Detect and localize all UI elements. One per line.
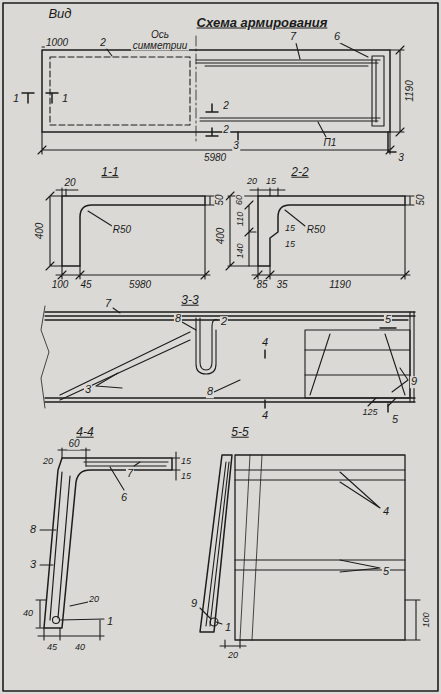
dimension-label: 20 — [42, 457, 54, 466]
dimension-label: 1190 — [405, 79, 416, 103]
dimension-label: 20 — [246, 177, 258, 186]
section-mark: 5-5 — [230, 426, 249, 439]
dimension-label: 1190 — [328, 280, 352, 291]
dimension-label: 1 — [61, 93, 69, 105]
dimension-label: 40 — [74, 643, 86, 652]
dimension-label: 3 — [29, 559, 37, 571]
section-2-2 — [226, 188, 414, 279]
dimension-label: 110 — [236, 211, 245, 227]
dimension-label: 400 — [35, 222, 46, 241]
plan-view — [22, 36, 404, 154]
dimension-label: 85 — [255, 280, 268, 291]
dimension-label: 100 — [51, 280, 70, 291]
dimension-label: 4 — [261, 337, 269, 349]
dimension-label: 15 — [284, 224, 296, 233]
section-3-3 — [41, 306, 415, 412]
dimension-label: 3 — [232, 141, 240, 152]
dimension-label: 45 — [79, 280, 92, 291]
dimension-label: 125 — [361, 408, 378, 417]
dimension-label: 7 — [126, 468, 134, 480]
section-mark: 4-4 — [75, 426, 94, 439]
dimension-label: 140 — [236, 242, 245, 259]
dimension-label: 2 — [222, 125, 230, 136]
dimension-label: 6 — [120, 492, 128, 504]
dimension-label: 45 — [46, 643, 58, 652]
dimension-label: 3 — [84, 384, 92, 396]
dimension-label: 15 — [180, 472, 192, 481]
dimension-label: 8 — [174, 313, 182, 325]
section-mark: 1-1 — [100, 166, 119, 179]
dimension-label: 40 — [22, 609, 34, 618]
dimension-label: 50 — [215, 193, 226, 206]
dimension-label: 7 — [289, 31, 297, 43]
dimension-label: 20 — [227, 651, 239, 660]
dimension-label: 1000 — [45, 38, 69, 49]
dimension-label: 9 — [190, 598, 198, 610]
dimension-label: 2 — [222, 101, 230, 112]
axis-note: Ось симметрии — [131, 30, 189, 51]
dimension-label: 9 — [410, 376, 418, 388]
dimension-label: 8 — [29, 524, 37, 536]
dimension-label: 15 — [180, 457, 192, 466]
dimension-label: 5 — [391, 414, 399, 426]
dimension-label: 1 — [106, 616, 114, 628]
dimension-label: 35 — [275, 280, 288, 291]
dimension-label: 5 — [382, 566, 390, 578]
dimension-label: 1 — [12, 93, 20, 105]
dimension-label: П1 — [323, 138, 338, 149]
dimension-label: 1 — [224, 622, 232, 634]
dimension-label: 20 — [88, 595, 100, 604]
dimension-label: 2 — [99, 38, 107, 49]
dimension-label: 6 — [333, 31, 341, 43]
dimension-label: 15 — [265, 177, 277, 186]
dimension-label: R50 — [306, 225, 326, 236]
dimension-label: 7 — [104, 298, 112, 310]
dimension-label: 15 — [284, 240, 296, 249]
dimension-label: 8 — [206, 386, 214, 398]
dimension-label: 3 — [397, 153, 405, 164]
dimension-label: 100 — [422, 611, 431, 628]
dimension-label: 5 — [384, 314, 392, 326]
dimension-label: 4 — [261, 410, 269, 422]
dimension-label: 4 — [382, 506, 390, 518]
sheet-frame — [3, 3, 438, 691]
dimension-label: 20 — [63, 178, 76, 189]
section-5-5 — [200, 455, 420, 648]
drawing-title: Схема армирования — [195, 15, 330, 30]
dimension-label: 60 — [67, 439, 80, 450]
dimension-label: 400 — [216, 227, 227, 246]
section-mark: 2-2 — [290, 166, 309, 179]
section-mark: 3-3 — [180, 294, 199, 307]
dimension-label: 5980 — [203, 153, 227, 164]
section-4-4 — [36, 448, 180, 640]
dimension-label: Вид — [47, 7, 72, 21]
section-1-1 — [46, 188, 214, 279]
dimension-label: R50 — [112, 225, 132, 236]
dimension-label: 2 — [220, 316, 228, 328]
dimension-label: 50 — [416, 193, 427, 206]
dimension-label: 60 — [235, 194, 244, 206]
dimension-label: 5980 — [128, 280, 152, 291]
